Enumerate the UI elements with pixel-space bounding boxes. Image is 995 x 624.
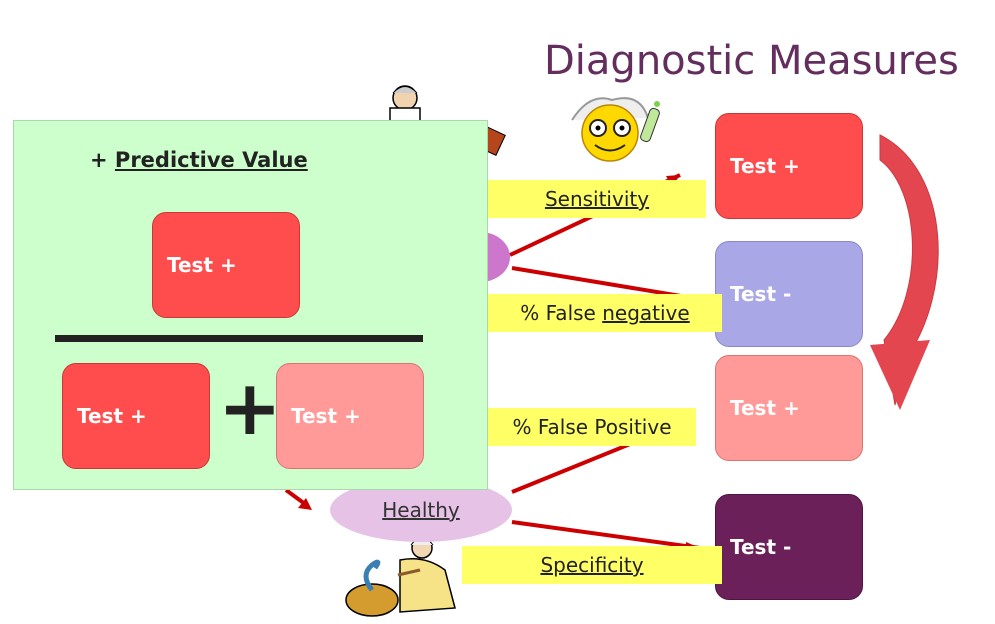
test-positive-false-box: Test + xyxy=(715,355,863,461)
denominator-false-positive-box: Test + xyxy=(276,363,424,469)
arrow-to-healthy xyxy=(284,488,307,506)
predictive-value-title: + Predictive Value xyxy=(90,148,308,172)
arrowhead-to-healthy xyxy=(298,498,312,510)
predictive-value-text: Predictive Value xyxy=(114,148,308,172)
snake-charmer-icon xyxy=(345,537,456,617)
denominator-true-positive-box: Test + xyxy=(62,363,210,469)
predictive-value-prefix: + xyxy=(90,148,115,172)
false-negative-word: negative xyxy=(602,301,690,325)
healthy-label: Healthy xyxy=(382,498,460,522)
fraction-bar xyxy=(55,335,423,342)
false-negative-prefix: % False xyxy=(520,301,603,325)
specificity-label: Specificity xyxy=(462,546,722,584)
numerator-test-positive-box: Test + xyxy=(152,212,300,318)
curved-arrowhead xyxy=(870,340,930,410)
test-negative-true-box: Test - xyxy=(715,494,863,600)
plus-sign: + xyxy=(218,363,282,452)
arrow-healthy-to-test-neg xyxy=(511,520,701,550)
sensitivity-label: Sensitivity xyxy=(488,180,706,218)
sensitivity-text: Sensitivity xyxy=(544,187,650,211)
false-positive-label: % False Positive xyxy=(488,408,696,446)
arrow-healthy-to-test-pos xyxy=(511,438,641,494)
specificity-text: Specificity xyxy=(540,553,644,577)
false-negative-label: % False negative xyxy=(488,294,722,332)
test-positive-box: Test + xyxy=(715,113,863,219)
smiley-scientist-icon xyxy=(571,97,660,162)
page-title: Diagnostic Measures xyxy=(544,38,959,84)
test-negative-box: Test - xyxy=(715,241,863,347)
